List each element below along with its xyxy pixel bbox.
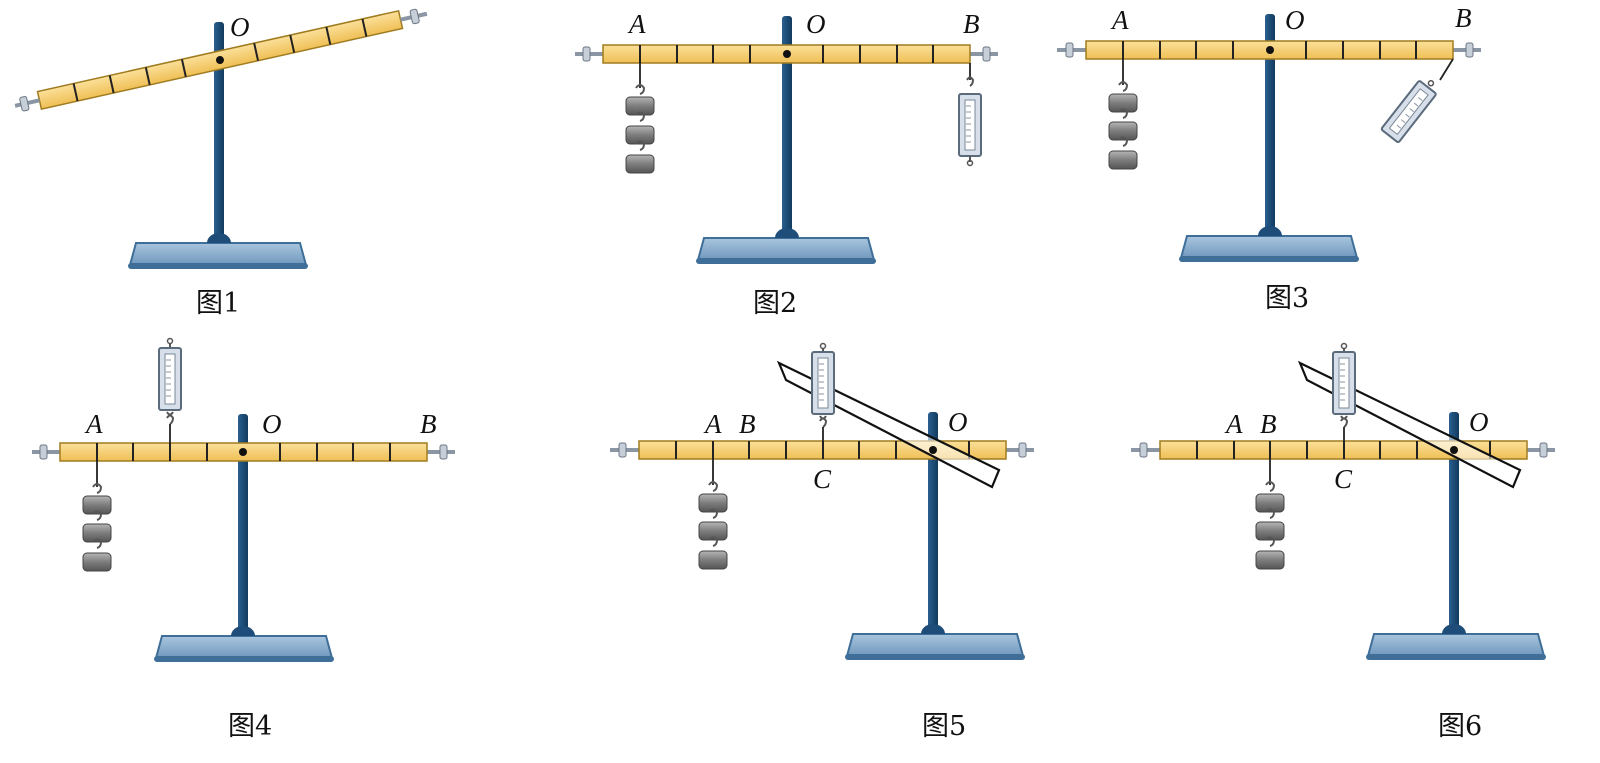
figure-2: A O B 图2 (575, 9, 998, 319)
pivot-dot (1450, 446, 1458, 454)
stand-pole (238, 414, 248, 636)
stand-base (845, 633, 1025, 660)
lever (1057, 40, 1481, 60)
pivot-dot (929, 446, 937, 454)
caption: 图5 (922, 711, 966, 742)
caption: 图4 (228, 711, 272, 742)
caption: 图1 (196, 288, 240, 319)
weights-hanging (82, 461, 112, 572)
stand-base (1366, 633, 1546, 660)
weights-hanging (1255, 459, 1285, 570)
label-A: A (1224, 409, 1243, 439)
label-O: O (1285, 5, 1305, 35)
label-B: B (1260, 409, 1277, 439)
weights-hanging (625, 63, 655, 174)
label-B: B (963, 9, 980, 39)
caption: 图6 (1438, 711, 1482, 742)
label-O: O (806, 9, 826, 39)
label-C: C (813, 464, 832, 494)
figure-4: A O B 图4 (32, 337, 455, 742)
pivot-dot (1266, 46, 1274, 54)
label-A: A (703, 409, 722, 439)
lever (610, 440, 1034, 460)
spring-scale (958, 63, 982, 167)
stand-base (128, 242, 308, 269)
label-B: B (420, 409, 437, 439)
label-C: C (1334, 464, 1353, 494)
weights-hanging (698, 459, 728, 570)
balance-nut-right (400, 8, 428, 25)
lever (32, 442, 455, 462)
caption: 图2 (753, 288, 797, 319)
stand-pole (1265, 14, 1275, 236)
label-B: B (1455, 3, 1472, 33)
lever (575, 44, 998, 64)
spring-scale (811, 342, 835, 441)
label-A: A (1110, 5, 1129, 35)
spring-scale-tilted (1380, 58, 1454, 143)
stand-pole (1449, 412, 1459, 634)
spring-scale (158, 337, 182, 443)
label-A: A (84, 409, 103, 439)
pivot-dot (239, 448, 247, 456)
figure-3: A O B 图3 (1057, 3, 1481, 314)
stand-base (1179, 235, 1359, 262)
stand-base (154, 635, 334, 662)
label-O: O (262, 409, 282, 439)
stand-base (696, 237, 876, 264)
lever-tilted (14, 8, 428, 112)
label-O: O (230, 12, 250, 42)
weights-hanging (1108, 59, 1138, 170)
label-A: A (627, 9, 646, 39)
label-O: O (1469, 407, 1489, 437)
stand-pole (782, 16, 792, 238)
stand-pole (928, 412, 938, 634)
pivot-dot (783, 50, 791, 58)
caption: 图3 (1265, 283, 1309, 314)
stand-pole (214, 22, 224, 243)
figure-6: A B O C 图6 (1131, 342, 1555, 742)
balance-nut-left (14, 96, 40, 112)
label-O: O (948, 407, 968, 437)
pivot-dot (216, 56, 224, 64)
spring-scale (1332, 342, 1356, 441)
label-B: B (739, 409, 756, 439)
figure-1: O 图1 (14, 8, 428, 319)
figure-5: A B O C 图5 (610, 342, 1034, 742)
